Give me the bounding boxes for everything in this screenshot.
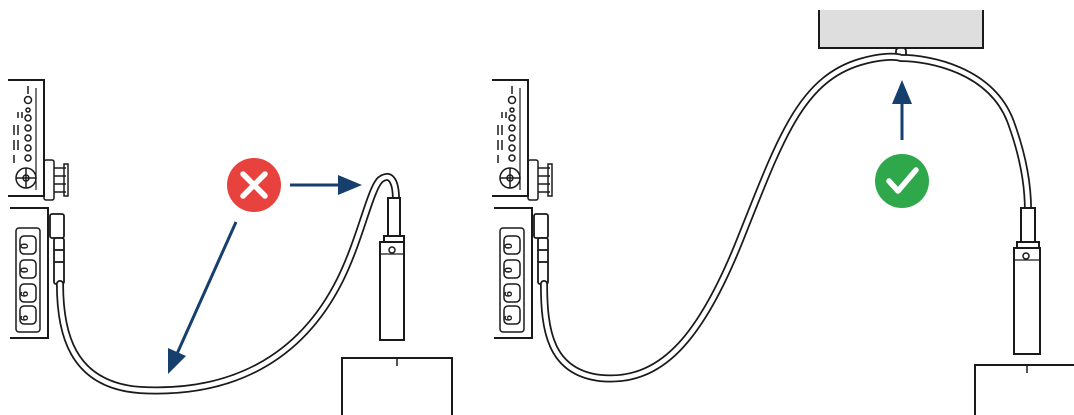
- correct-status: [875, 154, 929, 208]
- device-top-unit: [8, 79, 69, 201]
- device-label: 0: [503, 266, 516, 274]
- ceiling-mount: [818, 10, 984, 61]
- arrow-to-ceiling: [892, 80, 912, 140]
- device-connector: [49, 213, 65, 285]
- device-label: 0: [19, 242, 32, 250]
- device-bottom-unit: [10, 207, 49, 339]
- cable-incorrect: [56, 173, 400, 395]
- cross-icon: [240, 171, 268, 199]
- device-label: 6: [503, 290, 516, 298]
- sensor-probe-left: [379, 197, 405, 341]
- device-bottom-unit-right: [494, 207, 533, 339]
- floor-box-left: [341, 357, 453, 415]
- incorrect-panel: [8, 79, 453, 415]
- device-indicator-column: [13, 86, 33, 163]
- correct-panel: [492, 10, 1074, 415]
- device-label: 0: [503, 242, 516, 250]
- device-side-knob: [43, 159, 69, 201]
- device-connector-right: [533, 213, 549, 285]
- arrow-to-probe: [290, 175, 362, 195]
- device-label: 6: [19, 290, 32, 298]
- device-label: 6: [19, 314, 32, 322]
- incorrect-status: [227, 158, 281, 212]
- floor-box-right: [974, 364, 1074, 415]
- device-dpad: [15, 167, 37, 189]
- sensor-probe-right: [1013, 207, 1041, 355]
- cable-correct: [540, 52, 1032, 383]
- device-label: 6: [503, 314, 516, 322]
- check-icon: [886, 167, 919, 194]
- device-top-unit-right: [492, 79, 553, 201]
- device-label: 0: [19, 266, 32, 274]
- arrow-to-sag: [168, 221, 238, 374]
